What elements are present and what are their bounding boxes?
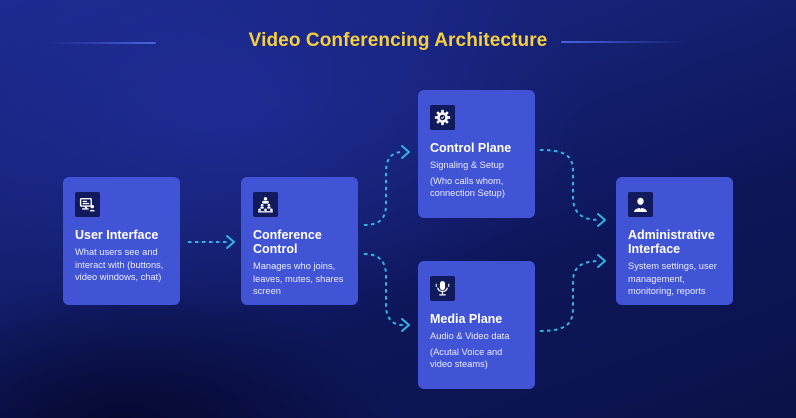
node-subtitle: Signaling & Setup bbox=[430, 160, 504, 170]
node-description: (Who calls whom, connection Setup) bbox=[430, 175, 505, 199]
node-conference-control[interactable]: Conference Control Manages who joins, le… bbox=[241, 177, 358, 305]
arrow-media-plane-to-admin bbox=[539, 254, 606, 332]
node-description: System settings, user management, monito… bbox=[628, 261, 717, 296]
diagram-title: Video Conferencing Architecture bbox=[248, 30, 548, 51]
org-hierarchy-icon bbox=[253, 192, 278, 217]
microphone-icon bbox=[430, 276, 455, 301]
diagram-title-bar: Video Conferencing Architecture bbox=[0, 28, 796, 58]
node-title: Media Plane bbox=[430, 312, 503, 326]
node-title: Administrative Interface bbox=[628, 228, 715, 256]
node-title: Conference Control bbox=[253, 228, 322, 256]
node-user-interface[interactable]: User Interface What users see and intera… bbox=[63, 177, 180, 305]
node-administrative-interface[interactable]: Administrative Interface System settings… bbox=[616, 177, 733, 305]
arrow-ui-to-conference-control bbox=[188, 235, 235, 249]
monitor-user-icon bbox=[75, 192, 100, 217]
title-decor-line-right bbox=[561, 41, 686, 43]
node-description: (Acutal Voice and video steams) bbox=[430, 346, 503, 370]
node-description: What users see and interact with (button… bbox=[75, 247, 164, 282]
node-title: Control Plane bbox=[430, 141, 512, 155]
admin-user-icon bbox=[628, 192, 653, 217]
arrow-conference-to-media-plane bbox=[363, 253, 410, 332]
node-subtitle: Audio & Video data bbox=[430, 331, 510, 341]
node-title: User Interface bbox=[75, 228, 159, 242]
arrow-control-plane-to-admin bbox=[539, 149, 606, 227]
title-decor-line-left bbox=[50, 42, 156, 44]
gear-icon bbox=[430, 105, 455, 130]
arrow-conference-to-control-plane bbox=[363, 145, 410, 226]
node-media-plane[interactable]: Media Plane Audio & Video data (Acutal V… bbox=[418, 261, 535, 389]
node-description: Manages who joins, leaves, mutes, shares… bbox=[253, 261, 344, 296]
node-control-plane[interactable]: Control Plane Signaling & Setup (Who cal… bbox=[418, 90, 535, 218]
